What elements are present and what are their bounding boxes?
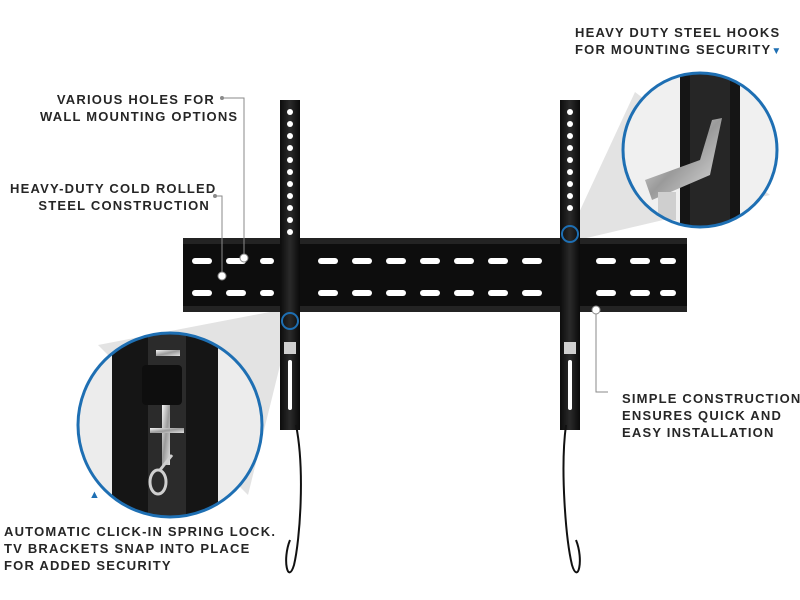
callout-simple-line2: ENSURES QUICK AND — [622, 408, 783, 423]
right-tv-bracket — [560, 100, 580, 430]
callout-steel-construction: HEAVY-DUTY COLD ROLLED STEEL CONSTRUCTIO… — [10, 180, 217, 214]
spring-lock-closeup-icon — [76, 331, 264, 519]
focus-ring-hook — [561, 225, 579, 243]
down-triangle-icon: ▼ — [771, 46, 782, 57]
up-triangle-icon: ▲ — [89, 489, 100, 501]
leader-holes — [222, 97, 245, 258]
steel-hook-closeup-icon — [621, 71, 779, 229]
callout-steel-line2: STEEL CONSTRUCTION — [38, 198, 210, 213]
callout-wall-holes: VARIOUS HOLES FOR WALL MOUNTING OPTIONS — [40, 91, 239, 125]
leader-simple — [595, 310, 608, 393]
leader-steel — [215, 195, 223, 276]
left-tv-bracket — [280, 100, 300, 430]
callout-simple-line3: EASY INSTALLATION — [622, 425, 775, 440]
callout-lock-line2: TV BRACKETS SNAP INTO PLACE — [4, 541, 251, 556]
callout-hooks-line1: HEAVY DUTY STEEL HOOKS — [575, 25, 781, 40]
callout-steel-line1: HEAVY-DUTY COLD ROLLED — [10, 181, 217, 196]
callout-steel-hooks: HEAVY DUTY STEEL HOOKS FOR MOUNTING SECU… — [575, 24, 781, 60]
callout-wall-holes-line2: WALL MOUNTING OPTIONS — [40, 109, 239, 124]
callout-hooks-line2: FOR MOUNTING SECURITY — [575, 42, 772, 57]
right-pull-cord — [562, 424, 581, 574]
callout-lock-line3: FOR ADDED SECURITY — [4, 558, 172, 573]
callout-hooks-line2-wrap: FOR MOUNTING SECURITY▼ — [575, 41, 781, 60]
callout-simple-construction: SIMPLE CONSTRUCTION ENSURES QUICK AND EA… — [622, 390, 800, 441]
left-pull-cord — [285, 424, 302, 574]
wall-plate — [183, 238, 687, 312]
callout-wall-holes-line1: VARIOUS HOLES FOR — [56, 92, 215, 107]
callout-lock-line1: AUTOMATIC CLICK-IN SPRING LOCK. — [4, 524, 277, 539]
callout-simple-line1: SIMPLE CONSTRUCTION — [622, 391, 800, 406]
callout-spring-lock: AUTOMATIC CLICK-IN SPRING LOCK. TV BRACK… — [4, 523, 276, 574]
focus-ring-lock — [281, 312, 299, 330]
